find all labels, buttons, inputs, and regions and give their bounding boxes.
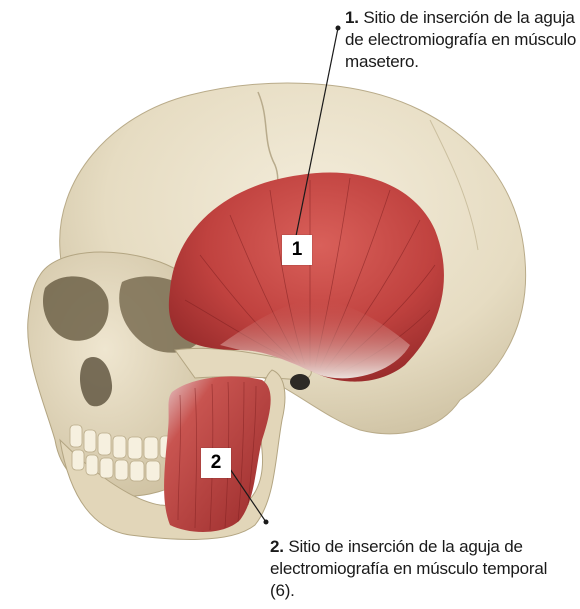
ear-canal (290, 374, 310, 390)
caption-2-number: 2. (270, 537, 284, 556)
marker-1: 1 (282, 235, 312, 265)
caption-1-text: Sitio de inserción de la aguja de electr… (345, 8, 576, 71)
leader-dot-2 (264, 520, 269, 525)
leader-dot-1 (336, 26, 341, 31)
caption-1-number: 1. (345, 8, 359, 27)
caption-1: 1. Sitio de inserción de la aguja de ele… (345, 7, 577, 73)
caption-2: 2. Sitio de inserción de la aguja de ele… (270, 536, 570, 602)
marker-2: 2 (201, 448, 231, 478)
caption-2-text: Sitio de inserción de la aguja de electr… (270, 537, 547, 600)
